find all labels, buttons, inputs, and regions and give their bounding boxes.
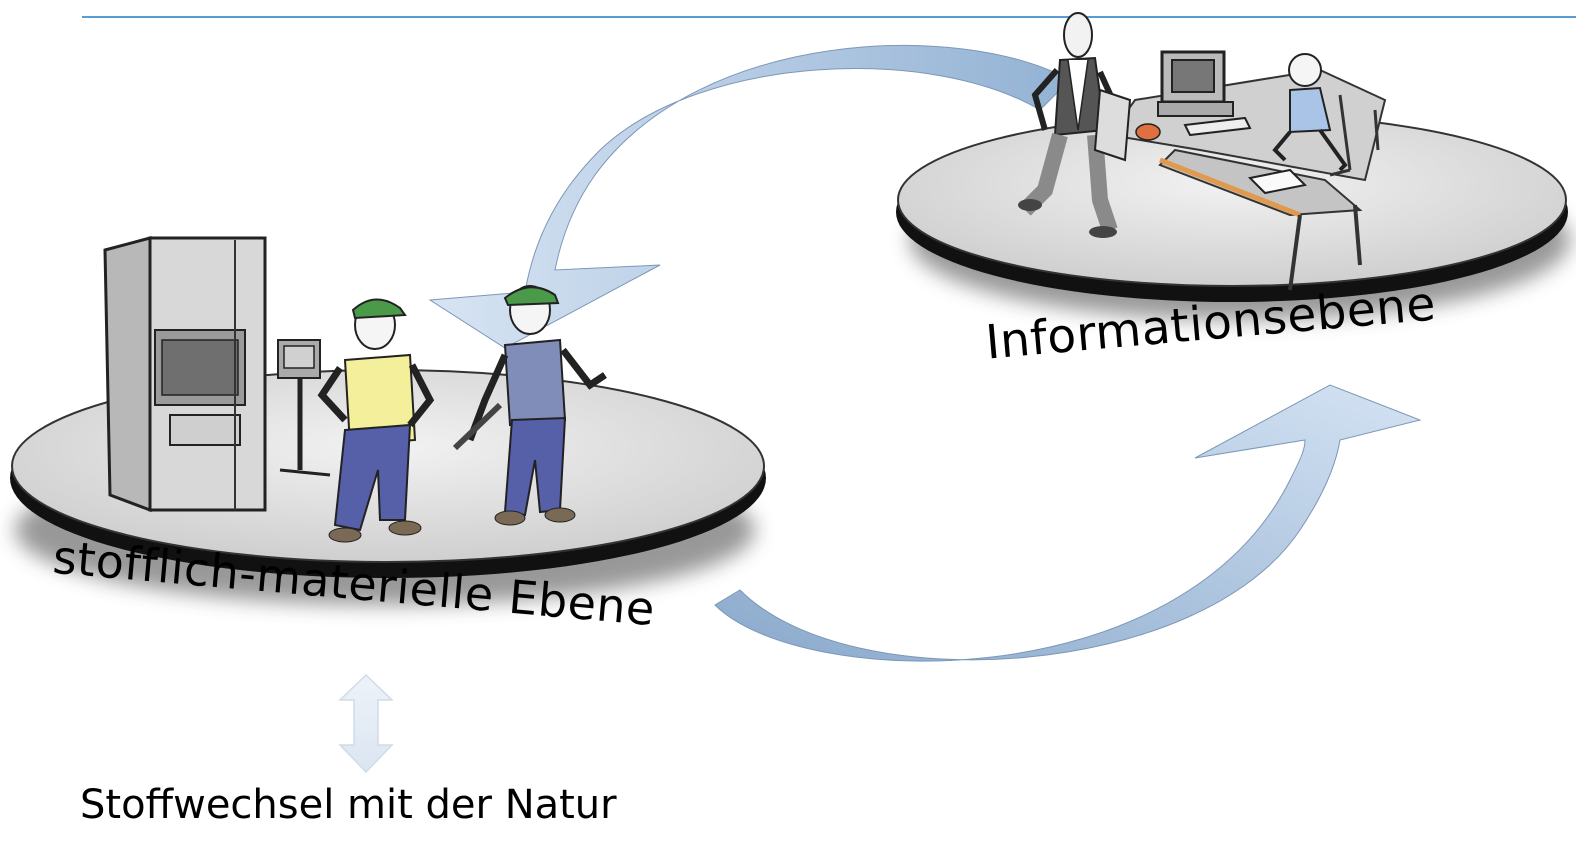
machine-tool-icon (103, 236, 331, 513)
clipboard-icon (1093, 88, 1132, 162)
arrow-top-to-left (428, 44, 1071, 349)
worker-yellow-icon (317, 298, 435, 543)
double-arrow-icon (338, 673, 394, 774)
walking-man-icon (1018, 12, 1161, 238)
office-scene (1018, 12, 1387, 291)
seated-person-icon (1272, 53, 1352, 177)
arrow-bottom-to-right (714, 384, 1422, 662)
worker-wrench-icon (452, 285, 607, 526)
bottom-caption: Stoffwechsel mit der Natur (80, 782, 617, 828)
computer-icon (1157, 50, 1252, 137)
wrench-icon (452, 402, 503, 451)
paper-icon (1247, 168, 1308, 195)
